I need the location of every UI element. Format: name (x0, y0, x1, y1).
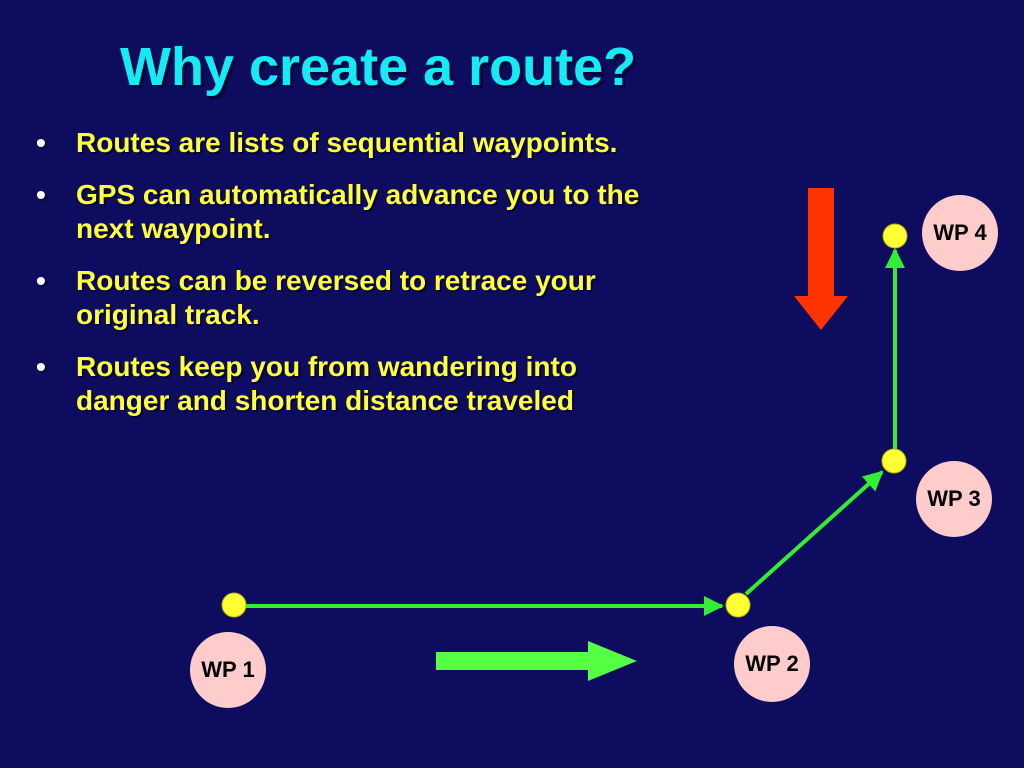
bullet-item: • GPS can automatically advance you to t… (36, 178, 646, 246)
waypoint-dot (881, 448, 907, 474)
bullet-marker: • (36, 127, 46, 158)
waypoint-dot (221, 592, 247, 618)
bullet-item: • Routes can be reversed to retrace your… (36, 264, 646, 332)
bullet-text: Routes keep you from wandering into dang… (76, 351, 577, 416)
reverse-direction-arrow (794, 188, 848, 330)
waypoint-dot (882, 223, 908, 249)
waypoint-label-wp2: WP 2 (734, 626, 810, 702)
bullet-marker: • (36, 351, 46, 382)
bullet-text: GPS can automatically advance you to the… (76, 179, 640, 244)
waypoint-dot (725, 592, 751, 618)
bullet-item: • Routes are lists of sequential waypoin… (36, 126, 646, 160)
bullet-item: • Routes keep you from wandering into da… (36, 350, 646, 418)
bullet-text: Routes can be reversed to retrace your o… (76, 265, 596, 330)
route-leg-wp2-wp3 (744, 470, 884, 596)
slide-title: Why create a route? (120, 37, 637, 97)
waypoint-label-wp4: WP 4 (922, 195, 998, 271)
bullet-list: • Routes are lists of sequential waypoin… (36, 126, 646, 436)
bullet-marker: • (36, 265, 46, 296)
forward-direction-arrow (436, 641, 637, 681)
bullet-text: Routes are lists of sequential waypoints… (76, 127, 618, 158)
bullet-marker: • (36, 179, 46, 210)
waypoint-label-wp3: WP 3 (916, 461, 992, 537)
waypoint-label-wp1: WP 1 (190, 632, 266, 708)
